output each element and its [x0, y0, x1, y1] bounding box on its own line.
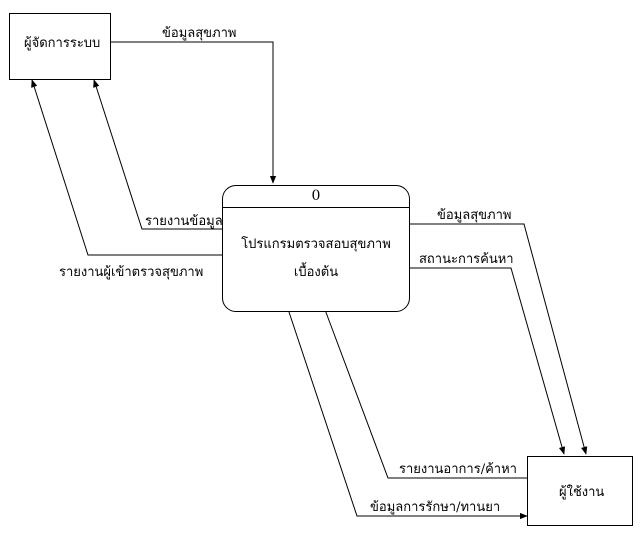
flow-label-process-to-user-treatment: ข้อมูลการรักษา/ทานยา	[370, 500, 501, 515]
process-name-line-1: โปรแกรมตรวจสอบสุขภาพ	[241, 237, 391, 252]
flow-process-to-admin-checkup	[31, 79, 222, 256]
flow-label-process-to-user-status: สถานะการค้นหา	[419, 252, 514, 267]
flow-process-to-user-treatment	[281, 290, 528, 520]
process-divider	[223, 207, 409, 208]
flow-process-to-user-health	[410, 223, 588, 455]
flow-label-process-to-admin-checkup: รายงานผู้เข้าตรวจสุขภาพ	[59, 265, 204, 280]
flow-label-process-to-user-health: ข้อมูลสุขภาพ	[437, 208, 512, 223]
entity-admin: ผู้จัดการระบบ	[9, 13, 111, 80]
process-name-line-2: เบื้องต้น	[293, 265, 339, 280]
flow-user-to-process-symptom	[317, 290, 527, 479]
flow-label-user-to-process-symptom: รายงานอาการ/ค้าหา	[399, 462, 517, 477]
entity-admin-label: ผู้จัดการระบบ	[24, 36, 101, 51]
flow-process-to-user-status	[410, 267, 566, 455]
process-health-check: 0 โปรแกรมตรวจสอบสุขภาพ เบื้องต้น	[222, 185, 410, 312]
process-number: 0	[311, 188, 321, 204]
entity-user: ผู้ใช้งาน	[527, 456, 633, 526]
flow-admin-to-process	[110, 41, 277, 184]
flow-label-process-to-admin-report: รายงานข้อมูล	[145, 214, 223, 229]
flow-process-to-admin-report	[93, 79, 222, 230]
flow-label-admin-to-process: ข้อมูลสุขภาพ	[162, 26, 237, 41]
entity-user-label: ผู้ใช้งาน	[559, 485, 605, 500]
